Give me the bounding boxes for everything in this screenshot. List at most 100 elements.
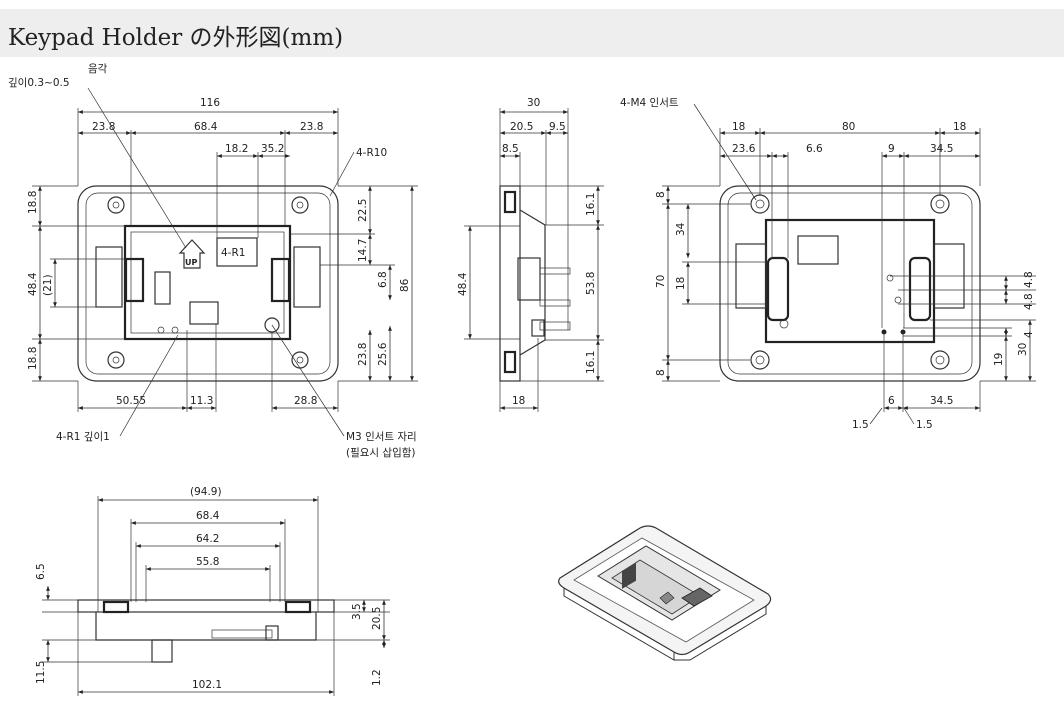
- dim-116: 116: [200, 97, 220, 109]
- dim-86: 86: [399, 278, 411, 292]
- dim-11-5: 11.5: [35, 661, 47, 684]
- dim-23-8-right: 23.8: [300, 121, 323, 133]
- front-small-slot: [154, 271, 171, 305]
- up-arrow-icon: [178, 239, 206, 269]
- dim-11-3: 11.3: [190, 395, 213, 407]
- side-latch: [517, 257, 541, 301]
- dim-6-8: 6.8: [377, 271, 389, 288]
- dim-4-8-a: 4.8: [1023, 271, 1035, 288]
- front-keypad-inner: [130, 231, 285, 334]
- dim-102-1: 102.1: [192, 679, 222, 691]
- dim-16-1-top: 16.1: [585, 193, 597, 216]
- dim-4-8-b: 4.8: [1023, 293, 1035, 310]
- dim-34: 34: [675, 222, 687, 236]
- dim-94-9: (94.9): [190, 486, 222, 498]
- dim-20-5-bottom: 20.5: [371, 607, 383, 630]
- dim-6-6: 6.6: [806, 143, 823, 155]
- dim-25-6: 25.6: [377, 342, 389, 366]
- dim-23-8-vert: 23.8: [357, 343, 369, 366]
- dim-9: 9: [888, 143, 895, 155]
- front-view: 4-R1 UP 116 23.8 68.4 23.8 18.2 35.2 18.…: [8, 63, 418, 459]
- dim-8-bottom: 8: [655, 369, 667, 376]
- dim-53-8: 53.8: [585, 272, 597, 295]
- note-emboss: 음각: [88, 63, 108, 75]
- side-view: 30 20.5 9.5 8.5 48.4 16.1 53.8 16.1 18: [457, 97, 604, 412]
- dim-48-4-side: 48.4: [457, 272, 469, 296]
- back-insert-bl: [750, 350, 770, 370]
- dim-23-8-left: 23.8: [92, 121, 115, 133]
- back-right-latch: [908, 256, 932, 322]
- note-m3-insert: M3 인서트 자리: [346, 431, 417, 443]
- front-boss-tl: [107, 196, 125, 214]
- dim-3-5: 3.5: [351, 603, 363, 620]
- dim-30: 30: [527, 97, 540, 109]
- back-insert-tl: [750, 194, 770, 214]
- isometric-view: [558, 525, 772, 661]
- dim-8-top: 8: [655, 191, 667, 198]
- dim-30-back: 30: [1017, 343, 1029, 356]
- dim-9-5: 9.5: [549, 121, 566, 133]
- front-right-clip: [293, 246, 321, 308]
- bottom-view: (94.9) 68.4 64.2 55.8 6.5 11.5 3.5 20.5 …: [35, 486, 390, 696]
- page-title: Keypad Holder の外形図(mm): [8, 25, 344, 51]
- dim-18-8-top: 18.8: [27, 191, 39, 214]
- dim-22-5: 22.5: [357, 199, 369, 222]
- back-view: 4-M4 인서트 18 80 18 23.6 6.6 9 34.5 8 34 7…: [620, 97, 1036, 431]
- side-body: [519, 209, 546, 356]
- back-left-latch: [766, 256, 790, 322]
- note-corner-r10: 4-R10: [356, 147, 387, 159]
- dim-64-2: 64.2: [196, 533, 219, 545]
- back-center-body: [764, 218, 936, 344]
- front-bottom-slot: [189, 301, 219, 325]
- note-r1-depth: 4-R1 깊이1: [56, 431, 110, 443]
- dim-48-4: 48.4: [27, 272, 39, 296]
- dim-18-back-vert: 18: [675, 277, 687, 290]
- dim-55-8: 55.8: [196, 556, 219, 568]
- back-insert-br: [930, 350, 950, 370]
- front-left-clip: [95, 246, 123, 308]
- dim-70: 70: [655, 275, 667, 288]
- iso-up-mark: [659, 591, 675, 605]
- dim-4: 4: [1023, 331, 1035, 338]
- dim-18-back-right: 18: [953, 121, 966, 133]
- back-outer-outline: [719, 185, 981, 382]
- dim-18-back-left: 18: [732, 121, 745, 133]
- bottom-flange: [77, 599, 335, 613]
- dim-23-6: 23.6: [732, 143, 756, 155]
- dim-80: 80: [842, 121, 855, 133]
- dim-18-8-bottom: 18.8: [27, 347, 39, 370]
- dim-35-2: 35.2: [261, 143, 284, 155]
- front-inner-outline: [85, 192, 331, 375]
- dim-19: 19: [993, 353, 1005, 366]
- side-flange: [499, 185, 521, 382]
- dim-1-2: 1.2: [371, 669, 383, 686]
- dim-68-4: 68.4: [194, 121, 218, 133]
- front-left-latch: [124, 257, 145, 303]
- dim-34-5-top: 34.5: [930, 143, 953, 155]
- dim-1-5-left: 1.5: [852, 419, 869, 431]
- dim-20-5: 20.5: [510, 121, 533, 133]
- dim-28-8: 28.8: [294, 395, 317, 407]
- note-m4-insert: 4-M4 인서트: [620, 97, 679, 109]
- front-boss-tr: [291, 196, 309, 214]
- front-right-latch: [270, 257, 291, 303]
- front-r1-box: [216, 237, 258, 267]
- dim-21-ref: (21): [42, 274, 54, 296]
- bottom-connector: [151, 639, 173, 663]
- dim-16-1-bottom: 16.1: [585, 351, 597, 374]
- note-depth: 깊이0.3~0.5: [8, 77, 70, 89]
- front-boss-bl: [107, 351, 125, 369]
- dim-18-side: 18: [512, 395, 525, 407]
- dim-6-5: 6.5: [35, 563, 47, 580]
- dim-6: 6: [888, 395, 895, 407]
- title-bar: [0, 9, 1064, 57]
- front-r1-label: 4-R1: [221, 247, 245, 259]
- back-insert-tr: [930, 194, 950, 214]
- back-label-area: [797, 235, 839, 265]
- dim-50-55: 50.55: [116, 395, 146, 407]
- dim-14-7: 14.7: [357, 239, 369, 262]
- front-outer-outline: [77, 185, 339, 382]
- dim-8-5: 8.5: [502, 143, 519, 155]
- dim-1-5-right: 1.5: [916, 419, 933, 431]
